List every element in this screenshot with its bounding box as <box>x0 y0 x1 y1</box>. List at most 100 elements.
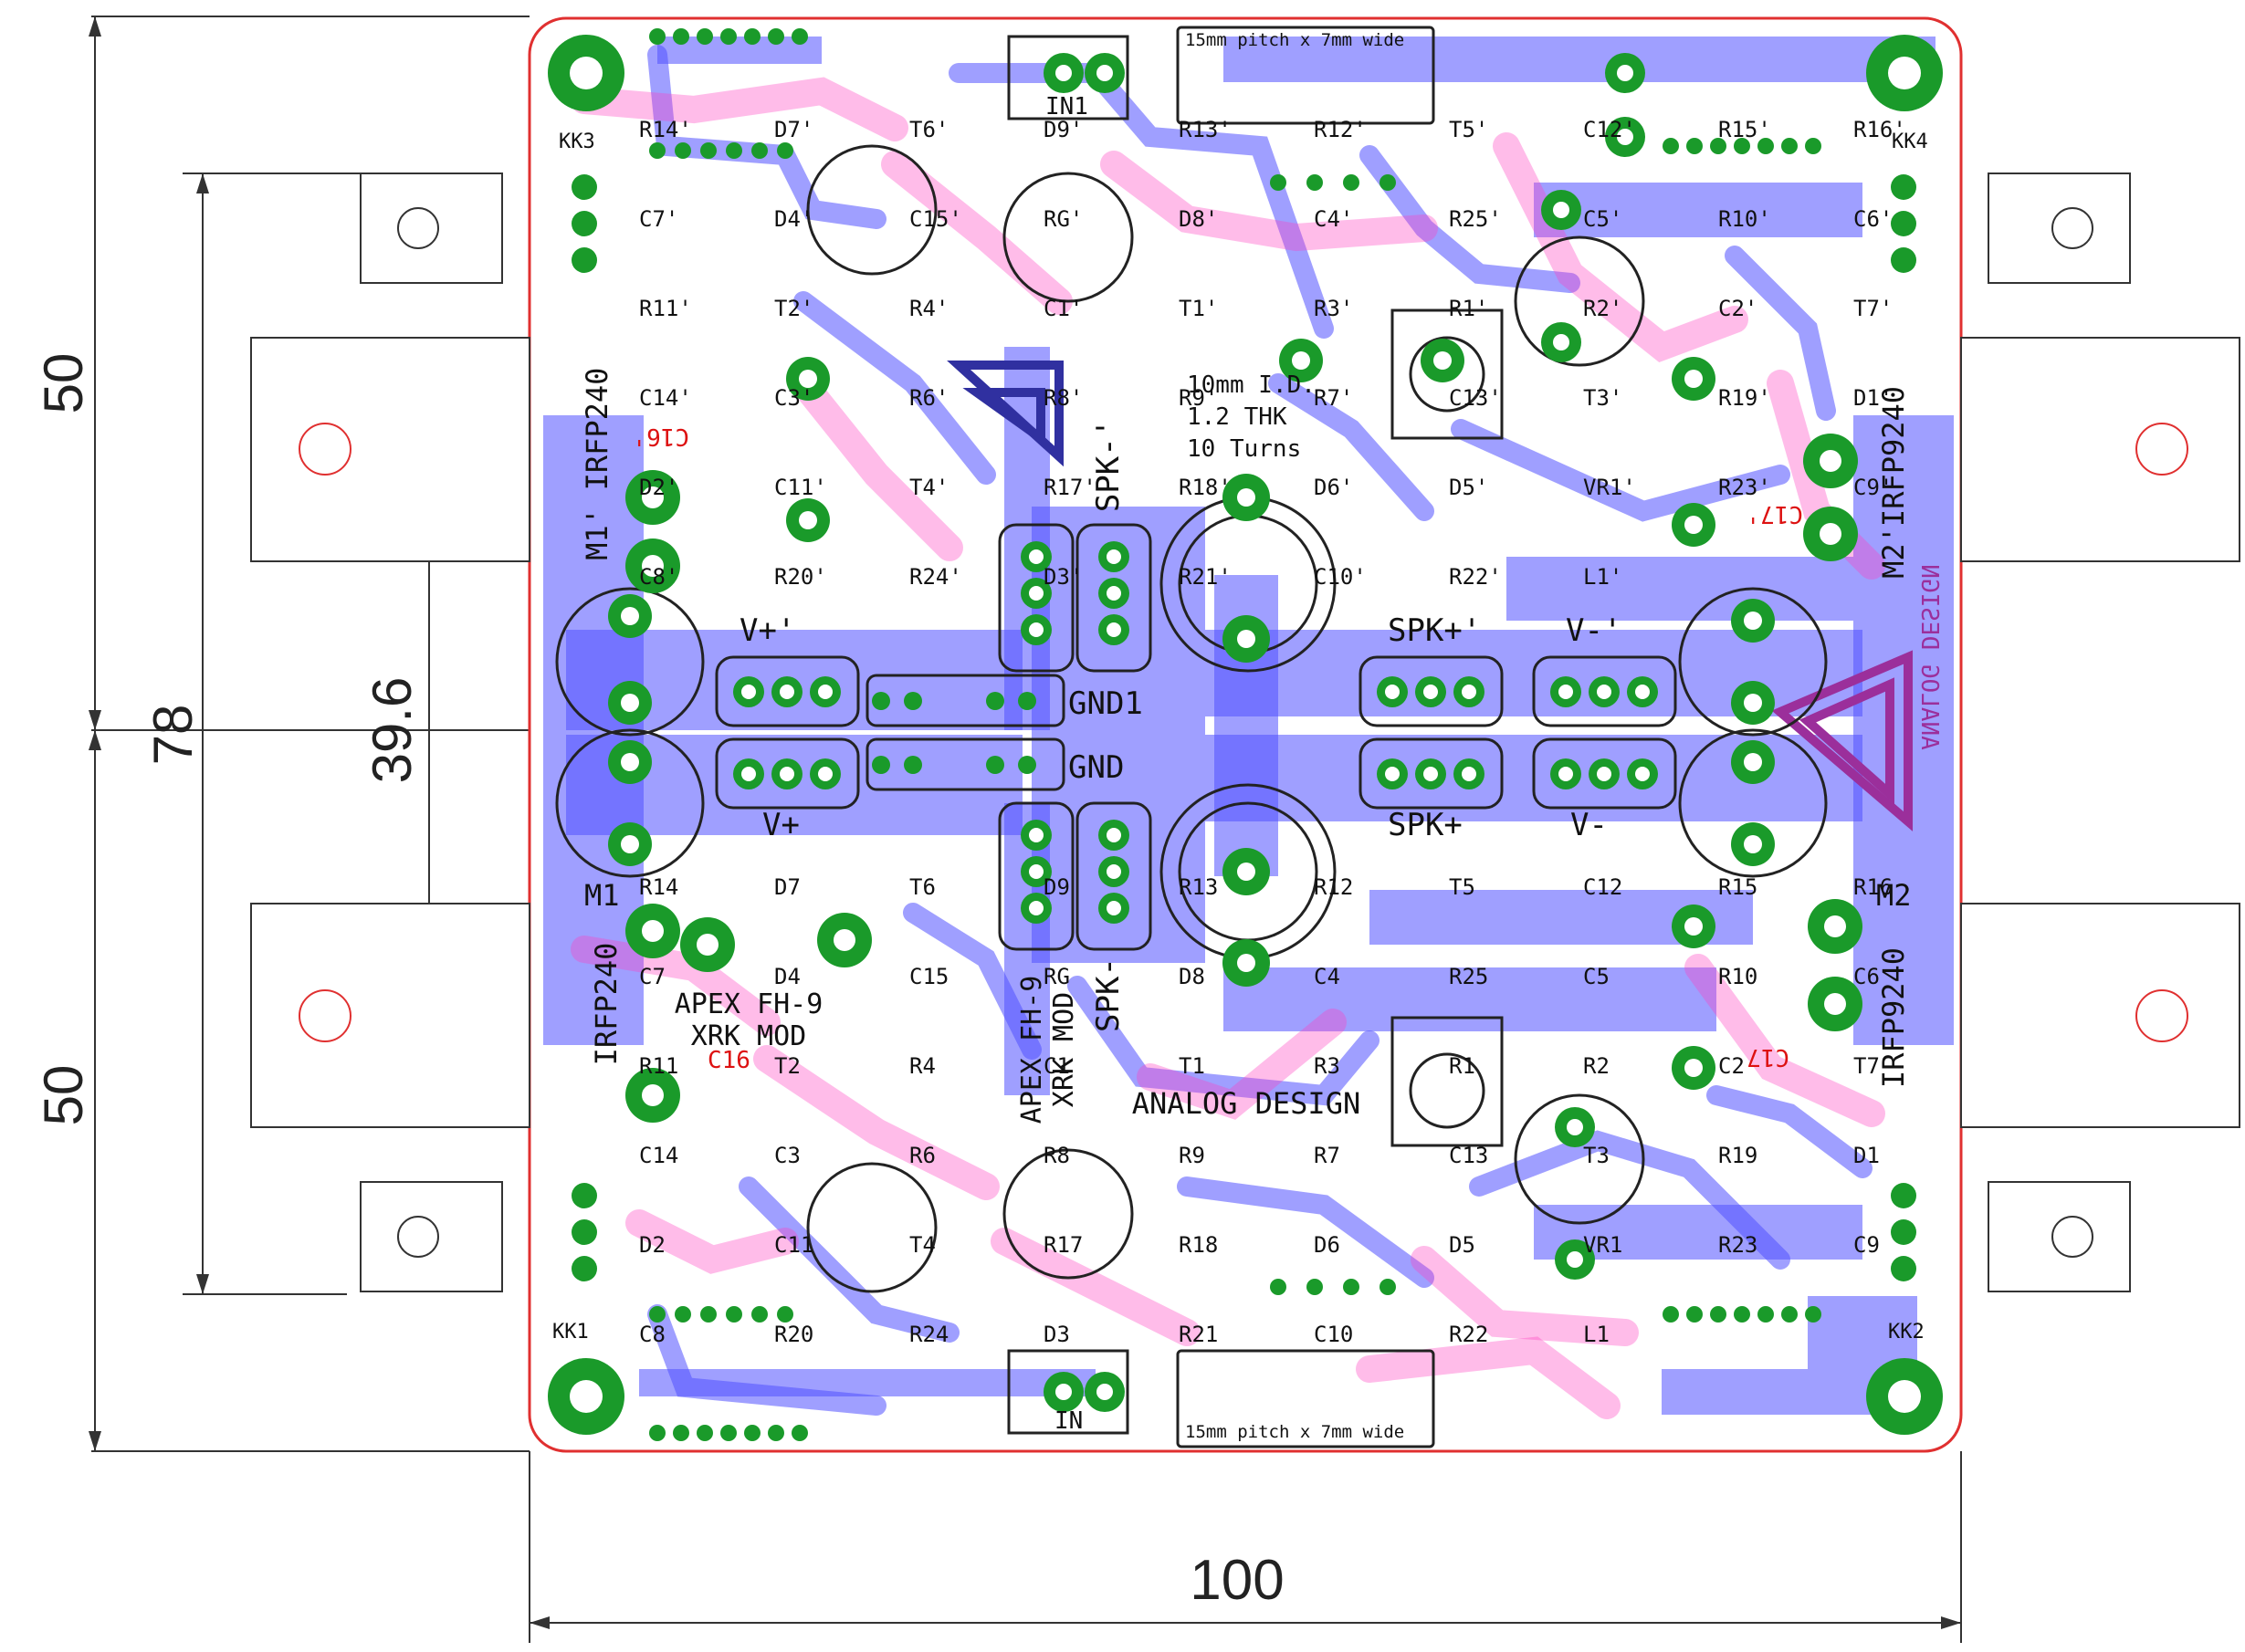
ref-designator: R2' <box>1583 296 1622 321</box>
mosfet-left-top: IRFP240 <box>580 368 614 491</box>
conn-gnd: GND <box>1068 749 1124 786</box>
ref-designator: C5' <box>1583 206 1622 232</box>
conn-gnd1: GND1 <box>1068 685 1143 722</box>
ref-designator: RG <box>1044 964 1070 989</box>
ref-designator: T7 <box>1853 1053 1880 1079</box>
ref-designator: C3' <box>774 385 813 411</box>
ref-designator-red: C17' <box>1746 500 1803 528</box>
ref-designator: D5 <box>1449 1232 1475 1258</box>
ref-designator: T6 <box>909 874 936 900</box>
project-top-line2: XRK MOD <box>691 1020 806 1052</box>
ref-designator: C14 <box>639 1143 678 1168</box>
conn-spkn-bottom: SPK- <box>1090 957 1127 1032</box>
conn-in-bottom: IN <box>1054 1407 1083 1435</box>
ref-designator: C3 <box>774 1143 801 1168</box>
electrolytic-capacitors <box>555 144 1828 1293</box>
dim-lower-height: 50 <box>33 1065 94 1126</box>
ref-designator: RG' <box>1044 206 1083 232</box>
ref-designator: T2' <box>774 296 813 321</box>
ref-designator: D6 <box>1314 1232 1340 1258</box>
ref-designator: R10' <box>1718 206 1771 232</box>
ref-designator: R17 <box>1044 1232 1083 1258</box>
ref-designator: C2 <box>1718 1053 1745 1079</box>
ref-designator: R4' <box>909 296 949 321</box>
dim-fet-spacing: 39.6 <box>362 677 423 784</box>
ref-designator: R8 <box>1044 1143 1070 1168</box>
inductor-note-3: 10 Turns <box>1187 435 1301 463</box>
ref-designator: R11' <box>639 296 692 321</box>
ref-designator: R21 <box>1179 1322 1218 1347</box>
ref-designator: T1' <box>1179 296 1218 321</box>
ref-designator: C8' <box>639 564 678 590</box>
ref-designator: R19 <box>1718 1143 1757 1168</box>
project-mid-line2: XRK MOD <box>1048 992 1080 1107</box>
ref-designator: C11' <box>774 475 827 500</box>
ref-designator: C1' <box>1044 296 1083 321</box>
ref-designator: R15 <box>1718 874 1757 900</box>
conn-vp-bottom: V+ <box>762 807 800 843</box>
ref-designator: C9' <box>1853 475 1893 500</box>
ref-designator: L1 <box>1583 1322 1610 1347</box>
ref-designator: R7 <box>1314 1143 1340 1168</box>
ref-designator: R23' <box>1718 475 1771 500</box>
conn-spkn-top: SPK-' <box>1090 419 1127 512</box>
ref-designator: R13 <box>1179 874 1218 900</box>
mosfet-right-top-ref: M2' <box>1876 526 1911 579</box>
ref-designator: R16' <box>1853 117 1906 142</box>
cap-note-bottom: 15mm pitch x 7mm wide <box>1185 1422 1404 1442</box>
ref-designator: T1 <box>1179 1053 1205 1079</box>
ref-designator: R9 <box>1179 1143 1205 1168</box>
driver-tabs <box>360 173 2131 1292</box>
ref-designator: R21' <box>1179 564 1232 590</box>
ref-designator: C6' <box>1853 206 1893 232</box>
ref-designator: R6' <box>909 385 949 411</box>
ref-designator: T4' <box>909 475 949 500</box>
ref-designator: T2 <box>774 1053 801 1079</box>
cap-note-top: 15mm pitch x 7mm wide <box>1185 30 1404 50</box>
ref-designator: D7 <box>774 874 801 900</box>
ref-designator: R14 <box>639 874 678 900</box>
heatsink-kk3: KK3 <box>559 131 595 153</box>
ref-designator: C14' <box>639 385 692 411</box>
ref-designator: R18' <box>1179 475 1232 500</box>
ref-designator: C5 <box>1583 964 1610 989</box>
ref-designator: D9 <box>1044 874 1070 900</box>
ref-designator: C12' <box>1583 117 1636 142</box>
ref-designator: R8' <box>1044 385 1083 411</box>
ref-designator: D8 <box>1179 964 1205 989</box>
ref-designator: R3 <box>1314 1053 1340 1079</box>
ref-designator: T3' <box>1583 385 1622 411</box>
ref-designator: L1' <box>1583 564 1622 590</box>
ref-designator: T5 <box>1449 874 1475 900</box>
ref-designator: T7' <box>1853 296 1893 321</box>
ref-designator: T3 <box>1583 1143 1610 1168</box>
ref-designator: T5' <box>1449 117 1488 142</box>
ref-designator: R24' <box>909 564 962 590</box>
heatsink-kk2: KK2 <box>1888 1321 1925 1344</box>
conn-vp-top: V+' <box>740 612 795 649</box>
mosfet-right-bottom: IRFP9240 <box>1876 947 1911 1088</box>
ref-designator: C13 <box>1449 1143 1488 1168</box>
ref-designator: VR1' <box>1583 475 1636 500</box>
ref-designator-red: C17 <box>1747 1043 1789 1071</box>
dim-upper-height: 50 <box>33 353 94 414</box>
component-pads <box>572 28 1916 1441</box>
brand-label: ANALOG DESIGN <box>1132 1086 1360 1121</box>
ref-designator: C15' <box>909 206 962 232</box>
dim-total-width: 100 <box>1190 1549 1284 1612</box>
ref-designator: T6' <box>909 117 949 142</box>
conn-in-top: IN1 <box>1045 93 1088 120</box>
ref-designator: D7' <box>774 117 813 142</box>
ref-designator: C4 <box>1314 964 1340 989</box>
ref-designator: R11 <box>639 1053 678 1079</box>
conn-vn-bottom: V- <box>1570 807 1608 843</box>
ref-designator: C6 <box>1853 964 1880 989</box>
ref-designator: R1' <box>1449 296 1488 321</box>
ref-designator: R25 <box>1449 964 1488 989</box>
ref-designator: C7 <box>639 964 666 989</box>
ref-designator: D2 <box>639 1232 666 1258</box>
ref-designator-red: C16' <box>632 423 689 450</box>
